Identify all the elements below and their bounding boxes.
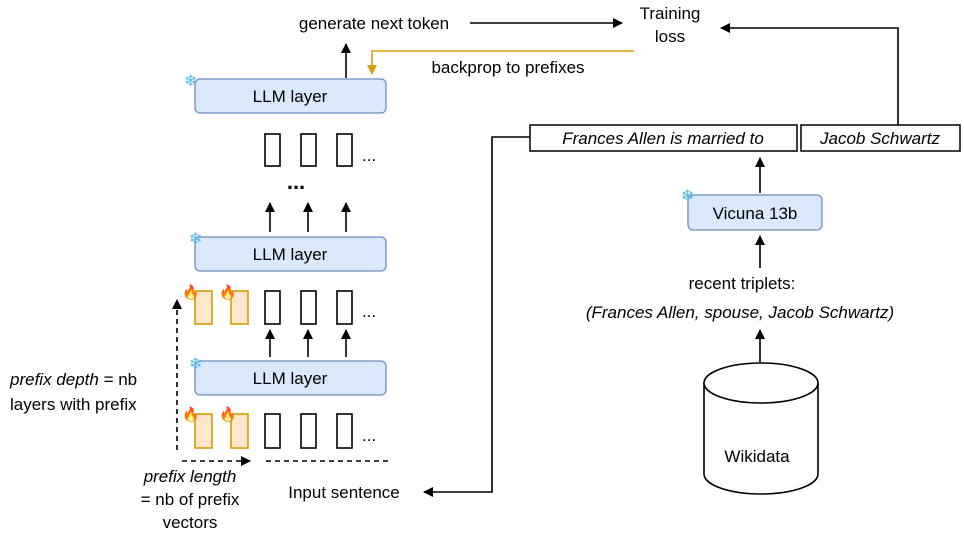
fire-icon: 🔥 — [182, 284, 199, 301]
recent-triplets-label: recent triplets: — [689, 274, 796, 293]
token-box — [336, 413, 353, 449]
snowflake-icon: ❄ — [184, 73, 197, 90]
vicuna-label: Vicuna 13b — [713, 204, 798, 223]
prefix-vector — [230, 413, 249, 449]
prefix-length-label: prefix length — [143, 467, 237, 486]
llm-layer-top-label: LLM layer — [253, 87, 328, 106]
prefix-vector — [230, 290, 249, 325]
token-box — [264, 133, 281, 167]
token-box — [336, 133, 353, 167]
prefix-depth-label: prefix depth = nb — [9, 370, 137, 389]
prefix-length-label-line2: = nb of prefix — [141, 490, 240, 509]
token-box — [336, 290, 353, 325]
llm-layer-top — [194, 78, 387, 114]
token-box — [300, 290, 317, 325]
vicuna-box — [687, 194, 823, 231]
backprop-arrow — [367, 50, 634, 75]
fire-icon: 🔥 — [219, 284, 236, 301]
token-box — [264, 413, 281, 449]
training-loss-label-line1: Training — [640, 4, 701, 23]
snowflake-icon: ❄ — [189, 356, 202, 373]
prompt-text: Frances Allen is married to — [562, 129, 764, 148]
tokens-ellipsis: ... — [362, 426, 376, 445]
layers-ellipsis: ... — [287, 169, 305, 194]
prefix-depth-label-line2: layers with prefix — [10, 395, 137, 414]
snowflake-icon: ❄ — [189, 231, 202, 248]
sentence-to-input-arrow — [423, 136, 530, 497]
llm-layer-middle — [194, 236, 387, 272]
prefix-vector — [194, 290, 213, 325]
prompt-box — [529, 124, 798, 152]
target-box — [800, 124, 961, 152]
fire-icon: 🔥 — [182, 406, 199, 423]
llm-layer-bottom — [194, 360, 387, 396]
token-box — [264, 290, 281, 325]
wikidata-label: Wikidata — [724, 447, 790, 466]
token-box — [300, 133, 317, 167]
backprop-label: backprop to prefixes — [431, 58, 584, 77]
target-text: Jacob Schwartz — [819, 129, 940, 148]
tokens-ellipsis: ... — [362, 146, 376, 165]
token-box — [300, 413, 317, 449]
prefix-vector — [194, 413, 213, 449]
training-loss-label-line2: loss — [655, 27, 685, 46]
llm-layer-bottom-label: LLM layer — [253, 369, 328, 388]
triplet-text: (Frances Allen, spouse, Jacob Schwartz) — [586, 303, 894, 322]
snowflake-icon: ❄ — [681, 188, 694, 205]
tokens-ellipsis: ... — [362, 302, 376, 321]
fire-icon: 🔥 — [219, 406, 236, 423]
input-sentence-label: Input sentence — [288, 483, 400, 502]
generate-next-token-label: generate next token — [299, 14, 449, 33]
llm-layer-middle-label: LLM layer — [253, 245, 328, 264]
wikidata-database-icon — [703, 362, 819, 495]
target-to-loss-arrow — [720, 23, 899, 125]
prefix-length-label-line3: vectors — [163, 513, 218, 532]
